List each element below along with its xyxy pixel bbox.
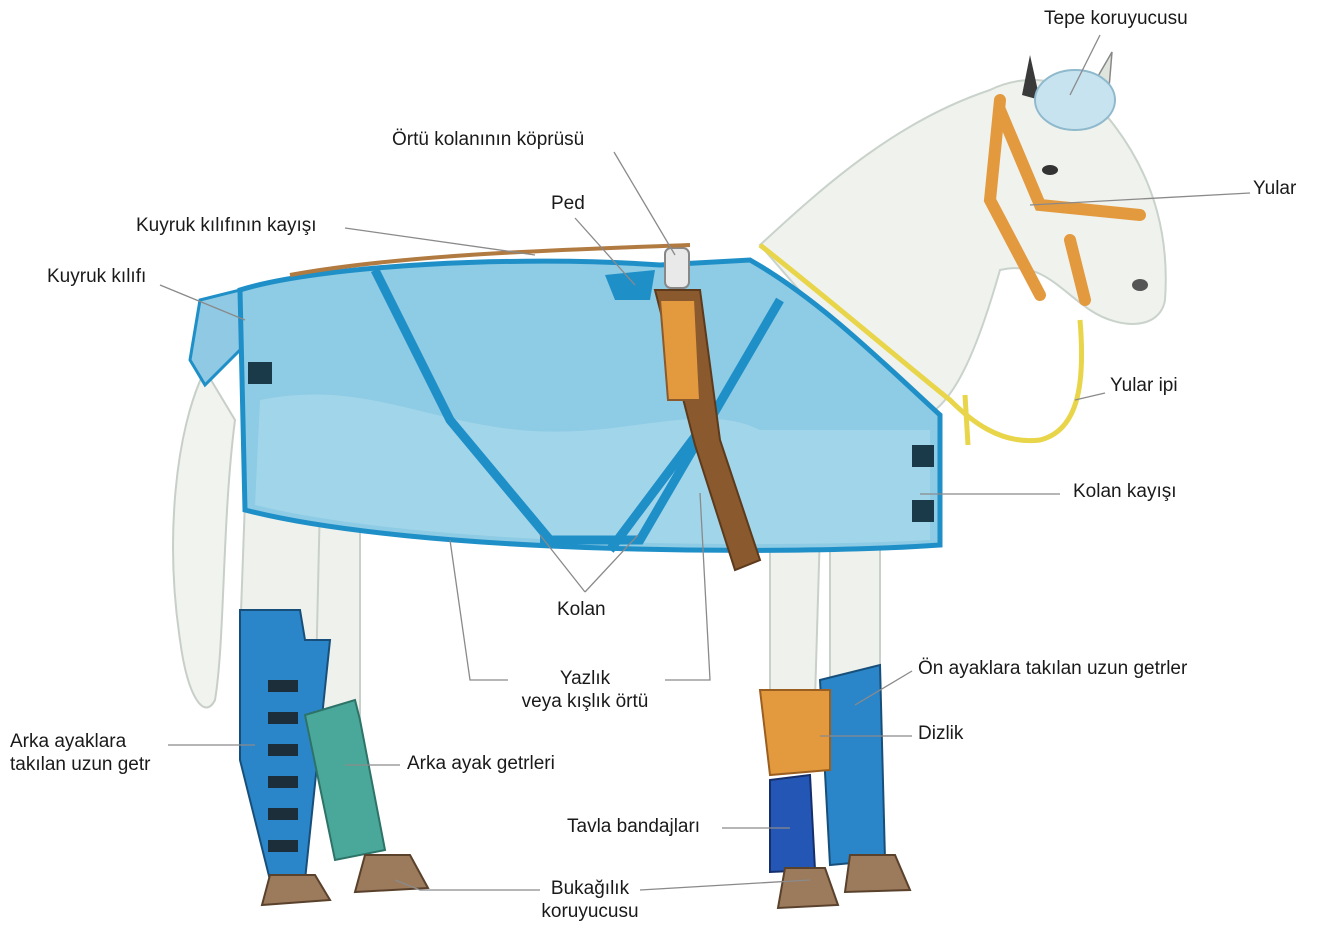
- label-arka-getr: Arka ayak getrleri: [407, 752, 555, 775]
- eye: [1042, 165, 1058, 175]
- tail: [173, 370, 235, 708]
- roller-bridge: [665, 248, 689, 288]
- label-on-ayak-getr: Ön ayaklara takılan uzun getrler: [918, 657, 1187, 680]
- hind-boot: [305, 700, 385, 860]
- front-buckle-bottom: [912, 500, 934, 522]
- knee-pad: [760, 690, 830, 775]
- label-ped: Ped: [551, 192, 585, 215]
- label-kolan-kayisi: Kolan kayışı: [1073, 480, 1177, 503]
- label-ortu-kolani-koprusu: Örtü kolanının köprüsü: [392, 128, 584, 151]
- label-yazlik-line1: Yazlık: [500, 667, 670, 690]
- label-kuyruk-kilifi-kayisi: Kuyruk kılıfının kayışı: [136, 214, 317, 237]
- label-arka-uzun-line2: takılan uzun getr: [10, 753, 150, 776]
- label-yazlik-ortu: Yazlık veya kışlık örtü: [500, 667, 670, 713]
- label-kuyruk-kilifi: Kuyruk kılıfı: [47, 265, 146, 288]
- label-arka-uzun-line1: Arka ayaklara: [10, 730, 150, 753]
- poll-guard: [1035, 70, 1115, 130]
- front-buckle-top: [912, 445, 934, 467]
- label-tavla: Tavla bandajları: [567, 815, 700, 838]
- label-kolan: Kolan: [557, 598, 606, 621]
- label-yazlik-line2: veya kışlık örtü: [500, 690, 670, 713]
- nostril: [1132, 279, 1148, 291]
- label-tepe-koruyucusu: Tepe koruyucusu: [1044, 7, 1188, 30]
- label-bukagilik-line1: Bukağılık: [525, 877, 655, 900]
- label-arka-uzun-getr: Arka ayaklara takılan uzun getr: [10, 730, 150, 776]
- label-yular-ipi: Yular ipi: [1110, 374, 1178, 397]
- label-bukagilik-line2: koruyucusu: [525, 900, 655, 923]
- label-bukagilik: Bukağılık koruyucusu: [525, 877, 655, 923]
- label-dizlik: Dizlik: [918, 722, 963, 745]
- label-yular: Yular: [1253, 177, 1296, 200]
- rear-buckle: [248, 362, 272, 384]
- stable-bandage: [770, 775, 815, 872]
